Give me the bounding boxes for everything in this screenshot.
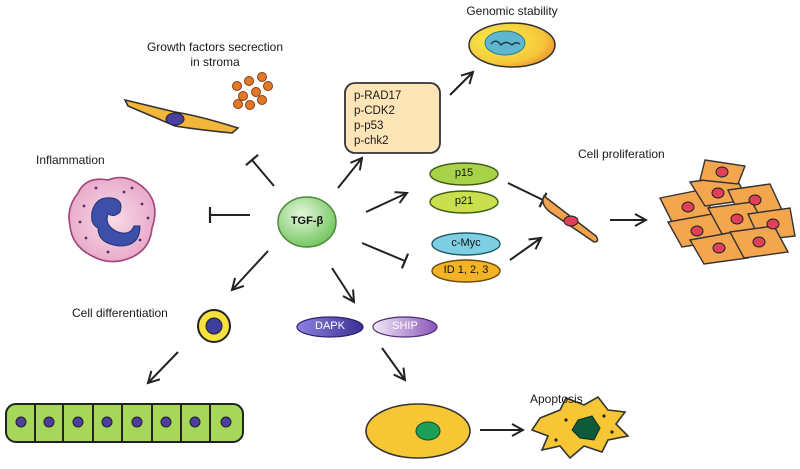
p15-label: p15 xyxy=(454,167,474,179)
inhibit-p15p21-cell xyxy=(507,182,548,208)
label-cell-differentiation: Cell differentiation xyxy=(72,306,168,320)
label-growth-factors-line1: Growth factors secrection xyxy=(146,40,284,54)
phospho-item: p-RAD17 xyxy=(354,90,402,102)
dapk-label: DAPK xyxy=(315,320,345,332)
label-apoptosis: Apoptosis xyxy=(530,392,583,406)
arrow-tgfb-to-apoptosis-markers xyxy=(331,267,354,302)
proliferating-cell xyxy=(542,194,599,243)
growth-factor-dots xyxy=(232,72,273,110)
p21-label: p21 xyxy=(454,195,474,207)
arrow-markers-to-apoptosis-cell xyxy=(381,347,405,380)
arrow-cmycid-to-cell xyxy=(509,238,541,261)
inflammation-cell xyxy=(68,176,156,263)
proliferation-cluster xyxy=(658,159,796,265)
label-genomic-stability: Genomic stability xyxy=(466,4,558,18)
arrow-box-to-genomic xyxy=(449,72,473,96)
cmyc-oval xyxy=(431,232,501,256)
inhibit-tgfb-cmyc-id xyxy=(361,242,410,269)
ship-oval xyxy=(372,316,438,338)
inhibit-tgfb-growth xyxy=(245,153,275,187)
epithelium xyxy=(5,403,244,443)
arrow-tgfb-to-p15-p21 xyxy=(365,193,407,213)
normal-cell xyxy=(365,403,471,459)
phospho-list: p-RAD17 p-CDK2 p-p53 p-chk2 xyxy=(354,89,401,149)
tgfb-label: TGF-β xyxy=(290,215,324,227)
stroma-fibroblast xyxy=(123,98,240,134)
phospho-box xyxy=(344,82,441,154)
phospho-item: p-CDK2 xyxy=(354,105,395,117)
apoptotic-cell xyxy=(530,395,630,460)
dapk-oval xyxy=(296,316,364,338)
label-cell-proliferation: Cell proliferation xyxy=(578,147,665,161)
label-growth-factors-line2: in stroma xyxy=(190,55,240,69)
p21-oval xyxy=(429,190,499,214)
tgfb-node xyxy=(277,196,337,248)
phospho-item: p-p53 xyxy=(354,120,384,132)
arrow-stem-to-epithelium xyxy=(148,351,179,383)
ship-label: SHIP xyxy=(392,320,418,332)
p15-oval xyxy=(429,162,499,186)
arrow-tgfb-to-differentiation xyxy=(232,250,269,290)
cmyc-label: c-Myc xyxy=(451,237,481,249)
arrow-tgfb-to-box xyxy=(337,158,362,189)
stem-cell xyxy=(197,309,231,343)
id-label: ID 1, 2, 3 xyxy=(443,264,489,276)
label-inflammation: Inflammation xyxy=(36,153,105,167)
id-oval xyxy=(431,259,501,283)
genomic-stability-cell xyxy=(468,22,556,68)
phospho-item: p-chk2 xyxy=(354,135,389,147)
